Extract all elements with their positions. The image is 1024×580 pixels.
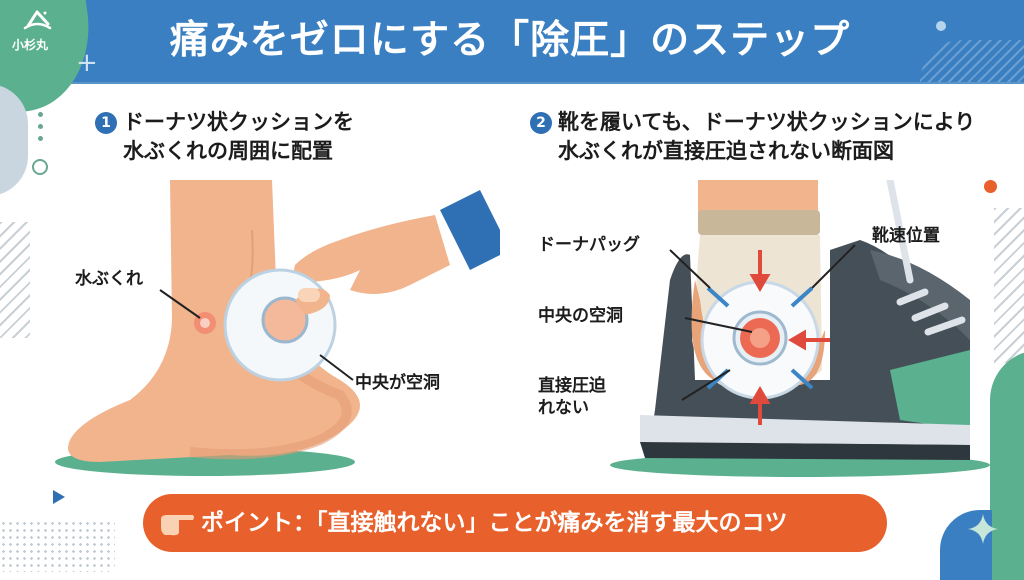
dot-decoration (984, 180, 997, 193)
label-donut-pad: ドーナパッグ (538, 235, 640, 255)
sparkle-icon (968, 514, 998, 544)
label-shoe-position: 靴速位置 (872, 226, 940, 246)
label-center-hollow: 中央の空洞 (538, 306, 623, 326)
play-triangle-decoration (53, 490, 65, 504)
ring-decoration (32, 159, 48, 175)
point-text: ポイント：「直接触れない」ことが痛みを消す最大のコツ (201, 510, 788, 536)
label-no-direct-pressure-line1: 直接圧迫 (538, 376, 606, 396)
step-2-number-badge: 2 (530, 112, 552, 134)
hatch-decoration (0, 222, 30, 338)
right-blob-decoration (990, 350, 1024, 580)
step-1-title: 1 ドーナツ状クッションを 水ぶくれの周囲に配置 (95, 108, 354, 166)
logo-mark-icon (23, 10, 52, 30)
label-no-direct-pressure-line2: れない (538, 398, 589, 418)
header-bar (0, 0, 1024, 84)
foot-illustration (55, 180, 500, 476)
label-no-direct-pressure: 直接圧迫 れない (538, 375, 606, 419)
step-2-title-line2: 水ぶくれが直接圧迫されない断面図 (558, 139, 894, 163)
step-1-number-badge: 1 (95, 112, 117, 134)
pointing-hand-icon (161, 515, 194, 536)
plus-decoration-icon: + (76, 48, 98, 78)
step-1-title-line2: 水ぶくれの周囲に配置 (123, 139, 333, 163)
dot-decoration (38, 136, 43, 141)
label-blister: 水ぶくれ (75, 269, 143, 289)
page-title: 痛みをゼロにする「除圧」のステップ (169, 18, 851, 63)
step-1-title-line1: ドーナツ状クッションを (123, 110, 354, 134)
hatch-decoration (994, 208, 1024, 363)
shoe-cross-section-illustration (610, 180, 990, 477)
label-hollow-center: 中央が空洞 (355, 373, 440, 393)
header-hatch-decoration (900, 40, 1024, 82)
step-2-title-line1: 靴を履いても、ドーナツ状クッションにより (558, 110, 976, 134)
dot-decoration (38, 112, 43, 117)
point-banner: ポイント：「直接触れない」ことが痛みを消す最大のコツ (143, 494, 887, 552)
step-2-title: 2 靴を履いても、ドーナツ状クッションにより 水ぶくれが直接圧迫されない断面図 (530, 108, 975, 166)
dot-decoration (38, 124, 43, 129)
logo-text: 小杉丸 (12, 38, 49, 52)
dot-pattern-decoration (0, 520, 115, 572)
dot-decoration (936, 21, 946, 31)
